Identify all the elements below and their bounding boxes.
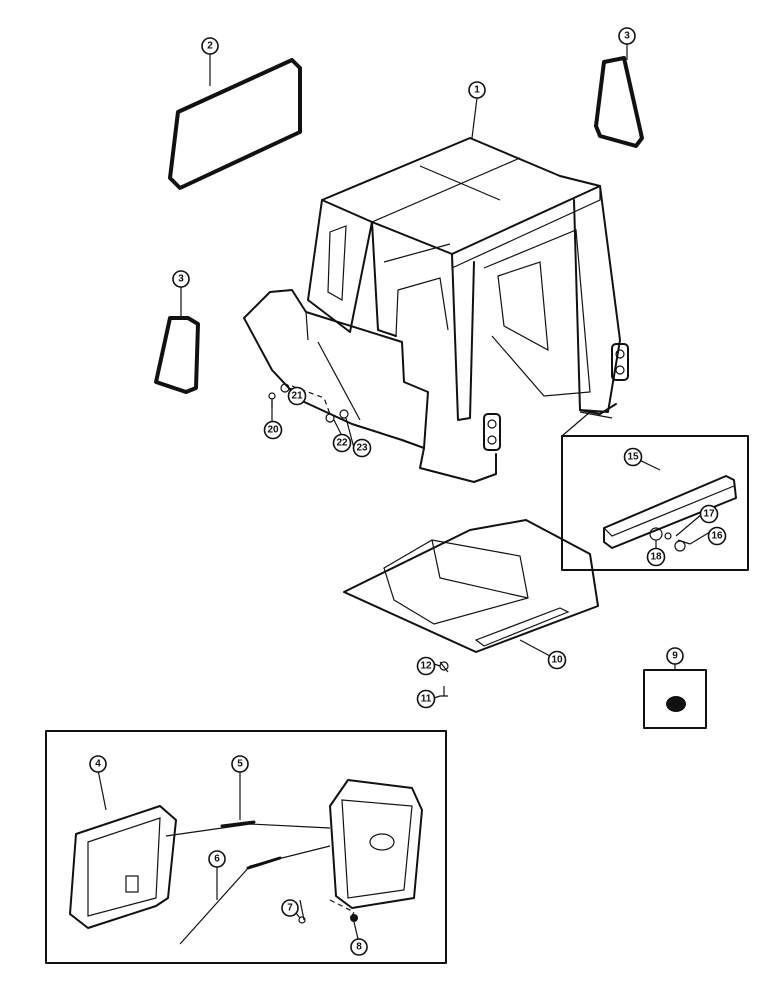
svg-text:23: 23 [356, 443, 368, 454]
svg-text:8: 8 [356, 942, 362, 953]
svg-text:7: 7 [287, 903, 293, 914]
cab-frame [243, 137, 629, 483]
window-strip-inset [561, 411, 749, 571]
callout-11: 11 [416, 689, 436, 709]
callout-20: 20 [263, 420, 283, 440]
svg-text:15: 15 [627, 452, 639, 463]
callout-4: 4 [89, 755, 107, 773]
callout-12: 12 [416, 656, 436, 676]
svg-text:4: 4 [95, 759, 101, 770]
callout-7: 7 [281, 899, 299, 917]
svg-text:3: 3 [178, 274, 184, 285]
floor-mat [343, 519, 599, 653]
rear-window-glass [168, 58, 302, 190]
svg-text:22: 22 [336, 438, 348, 449]
svg-text:5: 5 [237, 759, 243, 770]
svg-text:17: 17 [703, 509, 715, 520]
callout-3-right: 3 [618, 27, 636, 45]
callout-16: 16 [707, 526, 727, 546]
callout-3-left: 3 [172, 270, 190, 288]
svg-text:18: 18 [650, 552, 662, 563]
callout-15: 15 [623, 447, 643, 467]
lamp-inset [45, 730, 447, 964]
callout-6: 6 [208, 850, 226, 868]
callout-18: 18 [646, 547, 666, 567]
svg-text:2: 2 [207, 41, 213, 52]
callout-8: 8 [350, 938, 368, 956]
callout-23: 23 [352, 438, 372, 458]
quarter-glass-left [154, 316, 200, 394]
mat-fasteners [439, 661, 449, 697]
svg-text:6: 6 [214, 854, 220, 865]
svg-text:9: 9 [672, 651, 678, 662]
svg-text:1: 1 [474, 85, 480, 96]
callout-17: 17 [699, 504, 719, 524]
callout-1: 1 [468, 81, 486, 99]
svg-text:16: 16 [711, 531, 723, 542]
callout-9: 9 [666, 647, 684, 665]
svg-text:10: 10 [551, 655, 563, 666]
callout-21: 21 [287, 386, 307, 406]
quarter-glass-right [594, 56, 644, 148]
callout-10: 10 [547, 650, 567, 670]
svg-text:12: 12 [420, 661, 432, 672]
svg-text:11: 11 [421, 694, 432, 705]
svg-text:20: 20 [267, 425, 279, 436]
callout-5: 5 [231, 755, 249, 773]
callout-2: 2 [201, 37, 219, 55]
svg-text:3: 3 [624, 31, 630, 42]
callout-22: 22 [332, 433, 352, 453]
leader-lines [97, 42, 711, 940]
part-9-box [643, 669, 707, 729]
svg-text:21: 21 [291, 391, 303, 402]
